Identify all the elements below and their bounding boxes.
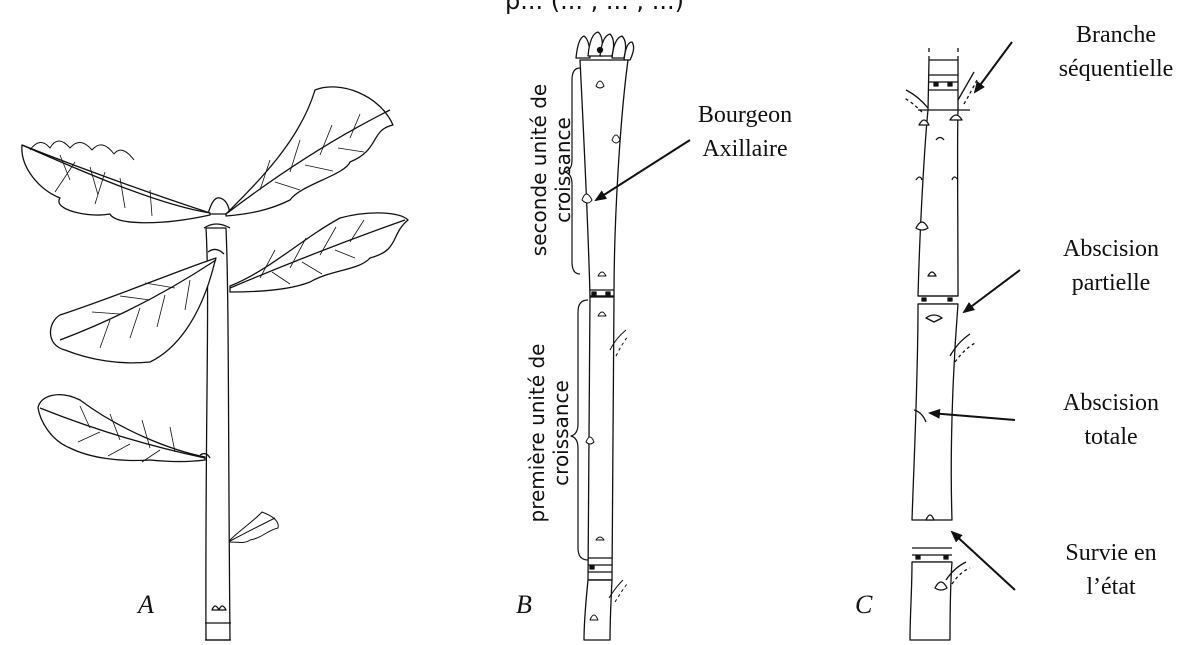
panel-b-stem-base (584, 580, 612, 640)
label-branche-line2: séquentielle (1046, 52, 1186, 86)
label-abscision-totale-line1: Abscision (1046, 386, 1176, 420)
panel-a-drawing (22, 87, 408, 640)
label-branche-line1: Branche (1046, 18, 1186, 52)
label-branche-sequentielle: Branche séquentielle (1046, 18, 1186, 86)
panel-c-drawing (904, 48, 978, 640)
panel-a-letter: A (138, 590, 154, 620)
label-bourgeon-line2: Axillaire (690, 132, 800, 166)
label-abscision-partielle-line1: Abscision (1046, 232, 1176, 266)
panel-a-leaf-lower-left (38, 395, 205, 462)
label-abscision-totale: Abscision totale (1046, 386, 1176, 454)
label-bourgeon-axillaire: Bourgeon Axillaire (690, 98, 800, 166)
label-survie-line2: l’état (1046, 570, 1176, 604)
label-second-growth-unit-text: seconde unité de croissance (527, 75, 575, 265)
panel-a-leaf-mid-left (50, 258, 216, 363)
panel-a-stem (206, 228, 230, 640)
panel-c-letter: C (855, 590, 872, 620)
arrow-branche-sequentielle (975, 42, 1012, 92)
panel-a-terminal-bud (208, 198, 230, 214)
panel-a-leaf-small (230, 512, 278, 543)
label-abscision-totale-line2: totale (1046, 420, 1176, 454)
panel-c-stem-bottom (910, 562, 952, 640)
label-second-growth-unit: seconde unité de croissance (527, 70, 579, 270)
panel-a-leaf-upper-right (226, 87, 393, 216)
label-bourgeon-line1: Bourgeon (690, 98, 800, 132)
panel-b-terminal-bud-cluster (576, 32, 634, 60)
panel-c-stem-top (918, 60, 958, 296)
panel-b-stem-upper (580, 60, 628, 296)
panel-a-leaf-upper-left (22, 141, 210, 223)
arrow-abscision-partielle (964, 270, 1020, 312)
label-survie-en-letat: Survie en l’état (1046, 536, 1176, 604)
panel-b-letter: B (516, 590, 532, 620)
panel-a-leaf-mid-right (230, 213, 408, 292)
label-abscision-partielle: Abscision partielle (1046, 232, 1176, 300)
label-first-growth-unit: première unité de croissance (525, 328, 577, 538)
arrow-survie (952, 532, 1015, 590)
label-abscision-partielle-line2: partielle (1046, 266, 1176, 300)
label-first-growth-unit-text: première unité de croissance (525, 333, 573, 533)
label-survie-line1: Survie en (1046, 536, 1176, 570)
